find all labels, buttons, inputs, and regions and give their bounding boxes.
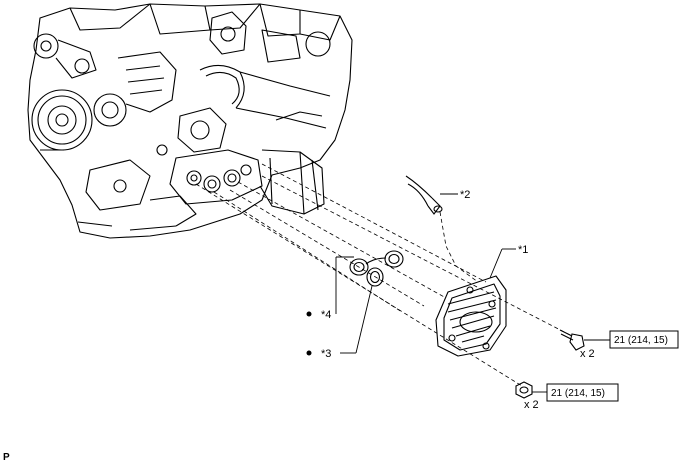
quantity-lower: x 2 [524, 399, 539, 411]
callout-part-2: *2 [460, 189, 470, 201]
callout-part-4: *4 [321, 309, 331, 321]
bolt-lower [515, 381, 533, 399]
alignment-lines [195, 163, 573, 387]
callout-part-1: *1 [518, 244, 528, 256]
leader-lines [335, 193, 610, 393]
bullet-part-4 [306, 311, 312, 317]
quantity-upper: x 2 [580, 348, 595, 360]
torque-value-upper: 21 (214, 15) [614, 335, 668, 346]
torque-spec-upper: 21 (214, 15) x 2 [580, 330, 679, 360]
callout-part-3: *3 [321, 348, 331, 360]
torque-value-lower: 21 (214, 15) [551, 388, 605, 399]
bullet-part-3 [306, 350, 312, 356]
torque-spec-lower: 21 (214, 15) x 2 [524, 383, 619, 411]
cooler-mount-pad [169, 149, 263, 205]
oil-cooler-part-1 [435, 275, 507, 357]
bolt-upper [559, 329, 585, 351]
oil-hose-part-2 [405, 175, 443, 215]
gasket-set-part-4 [349, 250, 404, 287]
engine-block [27, 3, 353, 239]
figure-code: P [3, 452, 10, 463]
